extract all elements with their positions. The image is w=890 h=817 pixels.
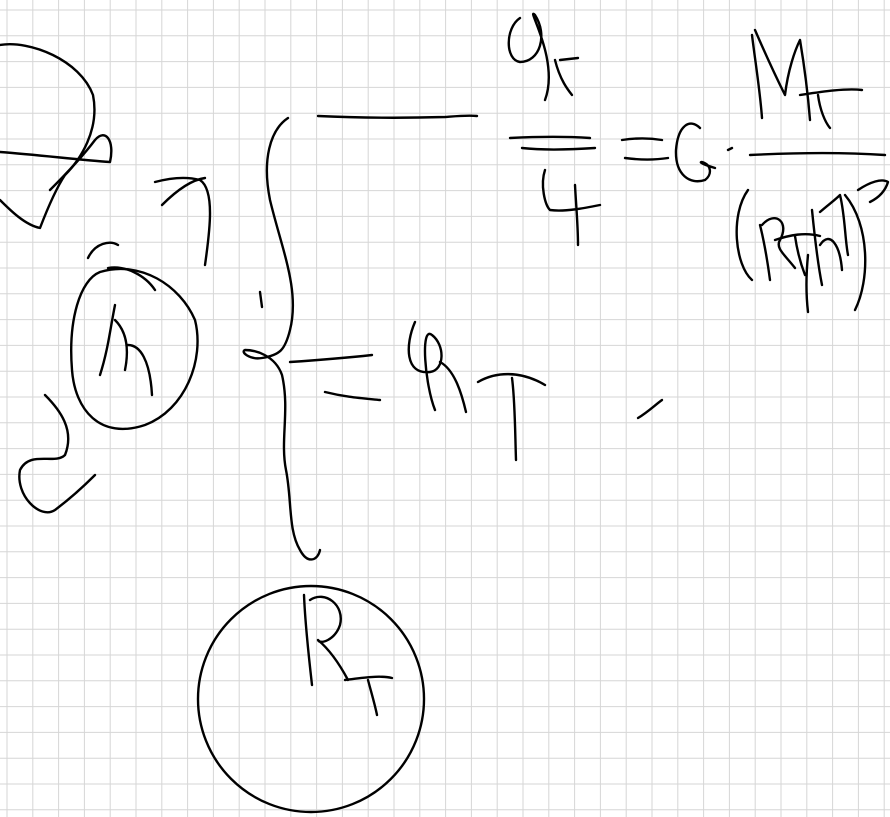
ink-stroke-left-loop [0,43,96,230]
handwritten-sketch [0,12,890,814]
ink-stroke-g-loop [507,12,550,102]
ink-stroke-G [674,122,717,183]
ink-stroke-small-slash [636,398,664,420]
ink-stroke-earth-letter-1 [302,593,314,687]
ink-stroke-M [750,28,812,122]
ink-stroke-equals-1 [620,137,664,142]
ink-stroke-sun-cap [86,241,120,260]
ink-stroke-frac-bar-1 [508,135,592,140]
ink-stroke-top-line [316,114,479,119]
ink-stroke-dot [726,146,734,152]
ink-stroke-earth-letter-2 [308,595,350,682]
ink-stroke-dash-2 [323,390,382,402]
ink-stroke-T-sub [798,88,864,130]
ink-stroke-brace-tick [258,290,264,309]
ink-stroke-frac-bar-right [748,151,887,157]
ink-stroke-frac-bar-2 [520,146,597,151]
ink-stroke-sun-circle [70,267,199,431]
ink-stroke-arrow-tail [160,176,207,207]
ink-stroke-R [758,217,797,282]
ink-stroke-earth-circle [196,584,426,814]
ink-stroke-earth-letter-3 [343,675,394,717]
ink-stroke-h-top [818,193,850,257]
ink-stroke-h [810,208,844,287]
ink-stroke-dash-1 [288,353,374,364]
ink-stroke-mid-letter-2 [438,360,468,414]
ink-stroke-left-line [0,134,113,192]
ink-stroke-sun-letter [98,303,154,397]
ink-stroke-lower-arc [18,393,97,514]
ink-stroke-sun-arc [106,266,157,292]
ink-stroke-mid-letter-3 [476,372,547,387]
ink-stroke-four [541,168,602,247]
ink-stroke-g-sub [553,56,580,97]
ink-stroke-equals-2 [623,156,670,161]
ink-stroke-square [856,179,890,204]
ink-stroke-den-tick [805,253,810,314]
ink-stroke-mid-letter-4 [510,376,518,462]
ink-stroke-brace [242,116,322,561]
ink-stroke-paren-left [735,188,754,282]
ink-stroke-mid-letter-1 [407,320,443,412]
ink-stroke-T-den [773,232,822,277]
ink-stroke-paren-right [843,193,867,312]
